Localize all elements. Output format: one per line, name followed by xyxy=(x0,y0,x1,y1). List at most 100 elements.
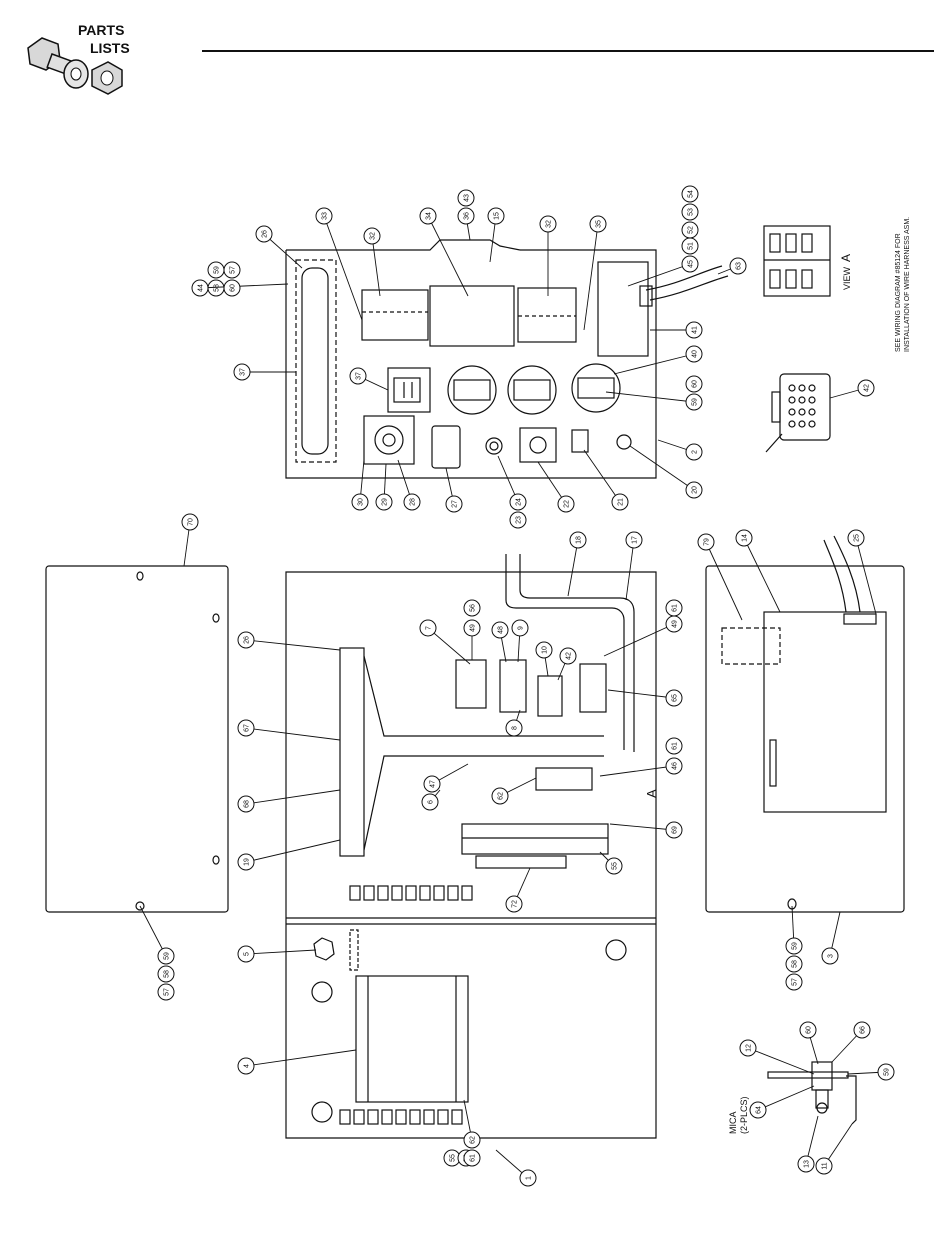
balloon-circle xyxy=(223,279,241,297)
balloon-number: 61 xyxy=(470,1154,477,1162)
callout-balloon: 42 xyxy=(829,379,875,399)
callout-balloon: 14 xyxy=(735,529,781,613)
callout-balloon: 60 xyxy=(799,1021,819,1065)
balloon-circle xyxy=(423,775,441,793)
balloon-number: 26 xyxy=(244,636,251,644)
balloon-circle xyxy=(157,947,175,965)
balloon-number: 58 xyxy=(792,960,799,968)
callout-balloon: 28 xyxy=(397,459,421,511)
balloon-circle xyxy=(785,937,803,955)
callout-balloon: 43 xyxy=(457,189,475,207)
callout-balloon: 11 xyxy=(815,1123,853,1175)
callout-balloon: 55 xyxy=(599,851,623,875)
callout-balloon: 32 xyxy=(539,215,557,296)
leader-line xyxy=(583,223,599,331)
callout-balloon: 61 xyxy=(463,1149,481,1167)
balloon-number: 57 xyxy=(164,988,171,996)
balloon-circle xyxy=(685,393,703,411)
balloon-circle xyxy=(505,895,523,913)
leader-line xyxy=(603,623,675,657)
balloon-number: 46 xyxy=(672,762,679,770)
balloon-number: 57 xyxy=(230,266,237,274)
callout-balloon: 33 xyxy=(315,207,363,321)
callout-balloon: 3 xyxy=(821,911,841,965)
balloon-circle xyxy=(785,973,803,991)
leader-line xyxy=(323,215,363,321)
balloon-circle xyxy=(421,793,439,811)
callout-balloon: 61 xyxy=(665,737,683,755)
balloon-circle xyxy=(491,787,509,805)
balloon-circle xyxy=(445,495,463,513)
balloon-number: 14 xyxy=(742,534,749,542)
balloon-number: 53 xyxy=(688,208,695,216)
callout-balloon: 29 xyxy=(375,463,393,511)
callout-balloon: 37 xyxy=(349,367,389,391)
balloon-number: 67 xyxy=(244,724,251,732)
callout-balloon: 68 xyxy=(237,789,341,813)
callout-balloon: 65 xyxy=(607,689,683,707)
right-cover-panel xyxy=(705,535,905,913)
leader-line xyxy=(199,283,289,289)
callout-balloon: 52 xyxy=(681,221,699,239)
balloon-circle xyxy=(625,531,643,549)
balloon-circle xyxy=(605,857,623,875)
parts-lists-logo: PARTS LISTS xyxy=(18,18,138,108)
callout-balloon: 45 xyxy=(627,255,699,287)
balloon-circle xyxy=(785,955,803,973)
callout-balloon: 9 xyxy=(511,619,529,663)
view-letter: A xyxy=(839,254,853,262)
balloon-number: 35 xyxy=(596,220,603,228)
callout-balloon: 57 xyxy=(223,261,241,279)
callout-balloon: 35 xyxy=(583,215,607,331)
callout-balloon: 46 xyxy=(599,757,683,777)
connector-view-a xyxy=(763,225,831,297)
balloon-circle xyxy=(797,1155,815,1173)
leader-line xyxy=(609,823,675,831)
balloon-circle xyxy=(697,533,715,551)
wiring-note-line2: INSTALLATION OF WIRE HARNESS ASM. xyxy=(904,217,911,352)
leader-line xyxy=(705,541,743,621)
balloon-number: 51 xyxy=(688,242,695,250)
view-a-label: VIEW A xyxy=(839,254,853,290)
leader-line xyxy=(613,353,695,375)
balloon-number: 13 xyxy=(804,1160,811,1168)
balloon-circle xyxy=(665,821,683,839)
mica-terminal-detail xyxy=(767,1061,857,1125)
callout-balloon: 49 xyxy=(603,615,683,657)
callout-balloon: 57 xyxy=(785,973,803,991)
balloon-circle xyxy=(665,757,683,775)
logo-text-parts: PARTS xyxy=(78,22,125,38)
callout-balloon: 23 xyxy=(509,511,527,529)
balloon-number: 3 xyxy=(828,954,835,958)
callout-balloon: 26 xyxy=(255,225,303,269)
balloon-circle xyxy=(557,495,575,513)
callout-balloon: 19 xyxy=(237,839,341,871)
callout-balloon: 66 xyxy=(831,1021,871,1063)
mica-label: MICA xyxy=(728,1112,738,1135)
callout-balloon: 26 xyxy=(237,631,341,651)
callout-balloon: 64 xyxy=(749,1085,815,1119)
main-panel-center xyxy=(285,554,657,1139)
balloon-number: 27 xyxy=(452,500,459,508)
balloon-circle xyxy=(685,443,703,461)
balloon-circle xyxy=(877,1063,895,1081)
balloon-number: 42 xyxy=(864,384,871,392)
callout-balloon: 53 xyxy=(681,203,699,221)
balloon-circle xyxy=(681,221,699,239)
leader-line xyxy=(245,639,341,651)
balloon-circle xyxy=(491,621,509,639)
balloon-number: 79 xyxy=(704,538,711,546)
leader-line xyxy=(427,215,469,297)
callout-balloon: 7 xyxy=(419,619,471,665)
balloon-circle xyxy=(463,1131,481,1149)
balloon-number: 21 xyxy=(618,498,625,506)
balloon-number: 57 xyxy=(792,978,799,986)
balloon-circle xyxy=(853,1021,871,1039)
balloon-number: 55 xyxy=(612,862,619,870)
balloon-circle xyxy=(487,207,505,225)
balloon-circle xyxy=(237,853,255,871)
balloon-number: 40 xyxy=(692,350,699,358)
balloon-number: 48 xyxy=(498,626,505,634)
callout-balloon: 2 xyxy=(657,439,703,461)
leader-line xyxy=(567,539,579,597)
